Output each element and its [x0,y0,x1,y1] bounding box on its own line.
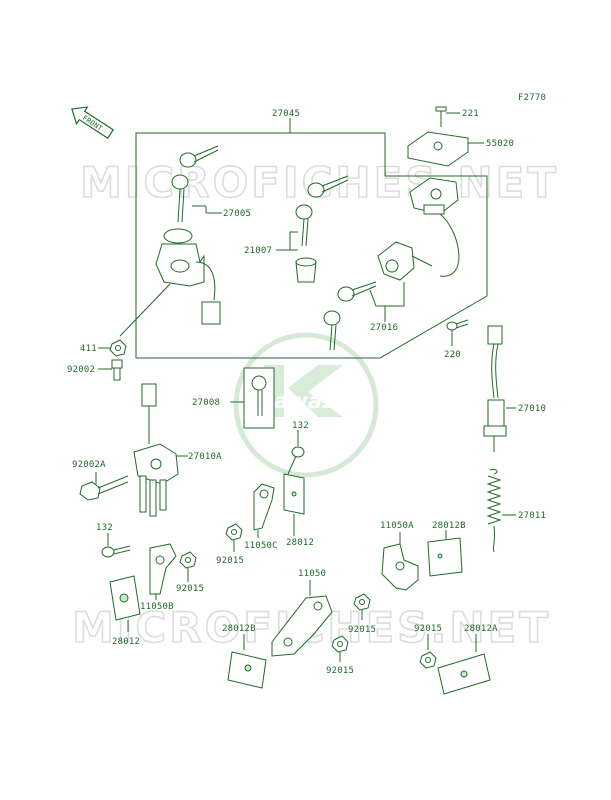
label-11050C: 11050C [244,541,278,551]
bracket-11050B: 132 92015 11050B 28012 [96,523,204,647]
bracket-11050C: 28012 92015 11050C [216,473,314,566]
label-411: 411 [80,344,97,354]
bolt-92002: 92002 [67,359,123,381]
label-27010: 27010 [518,404,546,414]
kawasaki-logo-text: Kawasaki [258,389,371,413]
label-55020: 55020 [486,139,514,149]
key-27008: 27008 [192,367,275,429]
label-27011: 27011 [518,511,546,521]
label-11050: 11050 [298,569,326,579]
label-21007: 21007 [244,246,272,256]
label-221: 221 [462,109,479,119]
keys-21007: 21007 [244,175,349,283]
label-27045: 27045 [272,109,300,119]
label-27005: 27005 [223,209,251,219]
front-arrow-icon: FRONT [71,106,115,140]
label-28012A: 28012A [464,624,498,634]
watermark-top: MICROFICHES.NET [80,158,559,207]
bracket-11050A: 11050A 28012B 92015 [348,521,466,635]
figure-code: F2770 [518,93,546,103]
label-132-lower: 132 [96,523,113,533]
bracket-11050: 11050 28012B 92015 [222,569,354,689]
pad-28012A: 92015 28012A [414,624,498,695]
label-28012B-lower: 28012B [222,624,256,634]
label-220: 220 [444,350,461,360]
label-92002A: 92002A [72,460,106,470]
label-11050B: 11050B [140,602,174,612]
label-28012-upper: 28012 [286,538,314,548]
assembly-bracket-27045: 27045 [135,109,488,359]
bolt-92002A: 92002A [72,460,129,501]
label-92015-bottom-right: 92015 [414,624,442,634]
cover-55020: 55020 [407,131,514,167]
label-11050A: 11050A [380,521,414,531]
label-27008: 27008 [192,398,220,408]
screw-220: 220 [444,319,469,360]
label-92015-center: 92015 [326,666,354,676]
bolt-132-upper: 132 [287,421,309,475]
label-28012-lower: 28012 [112,637,140,647]
spring-27011: 27011 [486,469,546,553]
label-132-upper: 132 [292,421,309,431]
screw-221: 221 [435,106,479,127]
keys-27005: 27005 [171,145,251,223]
switch-27010: 27010 [483,325,546,452]
ignition-switch [119,228,221,337]
switch-27010A: 27010A [133,383,222,517]
label-27016: 27016 [370,323,398,333]
label-92015-right: 92015 [348,625,376,635]
label-92015-left: 92015 [176,584,204,594]
label-27010A: 27010A [188,452,222,462]
nut-411: 411 [80,339,127,357]
label-92015-upper: 92015 [216,556,244,566]
lock-27016: 27016 [323,241,433,351]
label-92002: 92002 [67,365,95,375]
label-28012B-upper: 28012B [432,521,466,531]
switch-housing [409,177,460,277]
